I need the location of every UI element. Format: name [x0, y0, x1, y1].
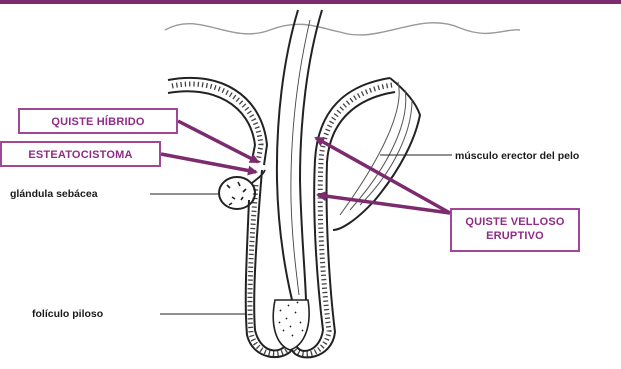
- skin-surface-line: [165, 23, 520, 35]
- velloso-arrow-lower: [318, 195, 450, 213]
- quiste-velloso-label-line2: ERUPTIVO: [452, 229, 578, 243]
- quiste-hibrido-box: QUISTE HÍBRIDO: [18, 108, 178, 134]
- esteatocistoma-box: ESTEATOCISTOMA: [0, 141, 161, 167]
- velloso-arrow-upper: [316, 138, 450, 213]
- quiste-velloso-box: QUISTE VELLOSO ERUPTIVO: [450, 208, 580, 252]
- hibrido-arrow: [178, 121, 258, 162]
- esteatocistoma-label: ESTEATOCISTOMA: [28, 149, 132, 161]
- glandula-label: glándula sebácea: [10, 188, 98, 200]
- quiste-velloso-label-line1: QUISTE VELLOSO: [452, 215, 578, 229]
- esteato-arrow: [161, 154, 256, 172]
- quiste-hibrido-label: QUISTE HÍBRIDO: [51, 116, 144, 128]
- foliculo-label: folículo piloso: [32, 308, 103, 320]
- hair-bulb: [273, 300, 309, 350]
- musculo-label: músculo erector del pelo: [455, 150, 579, 162]
